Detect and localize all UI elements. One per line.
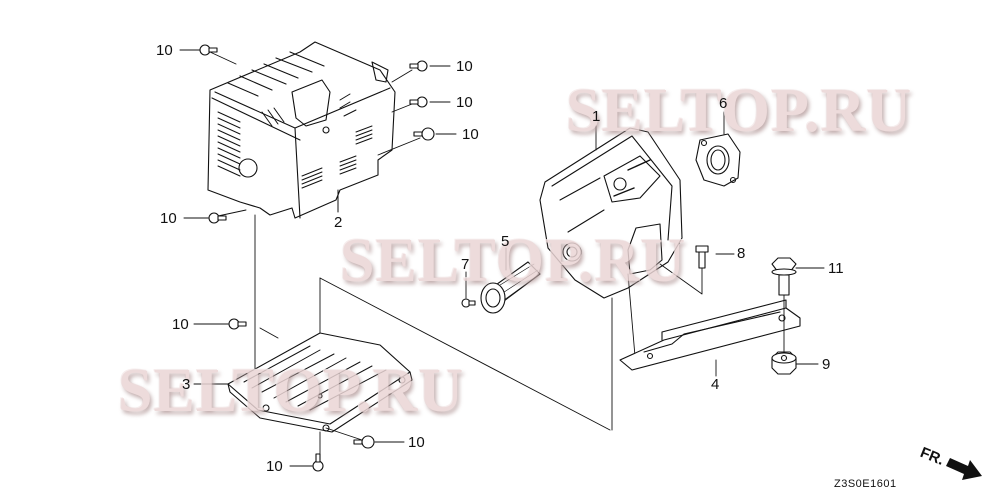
callout-10: 10 [462, 126, 479, 143]
callout-leaders [179, 49, 825, 467]
drawing-code: Z3S0E1601 [834, 478, 897, 490]
bolt-icons-10 [199, 44, 435, 472]
muffler-stay [619, 299, 801, 371]
arrow-down-right-icon [946, 458, 982, 480]
callout-10: 10 [156, 42, 173, 59]
callout-6: 6 [719, 95, 728, 112]
callout-10: 10 [456, 94, 473, 111]
watermark: SELTOP.RU [340, 227, 687, 295]
callout-3: 3 [182, 376, 191, 393]
spark-arrester [480, 261, 541, 314]
callout-10: 10 [408, 434, 425, 451]
callout-11: 11 [828, 260, 844, 277]
callout-8: 8 [737, 245, 746, 262]
callout-10: 10 [172, 316, 189, 333]
callout-5: 5 [501, 233, 510, 250]
callout-9: 9 [822, 356, 831, 373]
bolt-11 [771, 257, 797, 296]
callout-10: 10 [160, 210, 177, 227]
muffler-protector-upper [207, 41, 396, 219]
callout-4: 4 [711, 376, 720, 393]
nut-9 [771, 351, 797, 375]
watermark: SELTOP.RU [118, 357, 465, 425]
muffler-gasket [695, 133, 741, 187]
muffler [539, 127, 683, 299]
watermark: SELTOP.RU [566, 77, 913, 145]
callout-1: 1 [592, 108, 601, 125]
callout-2: 2 [334, 214, 343, 231]
screw-7 [461, 298, 476, 308]
muffler-protector-lower [227, 332, 413, 433]
callout-7: 7 [461, 256, 470, 273]
callout-10: 10 [266, 458, 283, 475]
callout-10: 10 [456, 58, 473, 75]
bolt-8 [695, 245, 709, 269]
